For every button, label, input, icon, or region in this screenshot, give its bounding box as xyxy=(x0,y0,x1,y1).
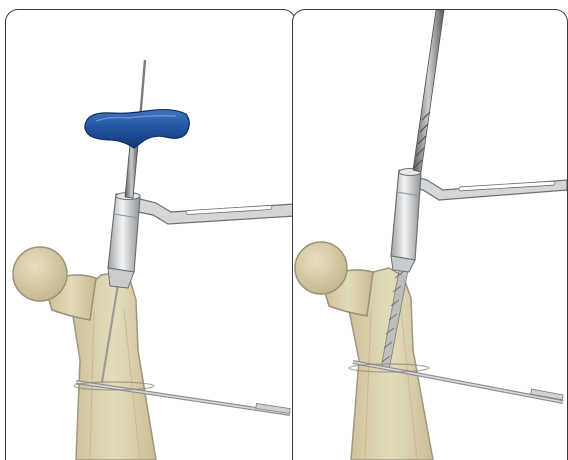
targeting-arm-right xyxy=(405,174,567,200)
t-handle-shaft xyxy=(125,144,138,198)
panel-left-t-handle-insertion xyxy=(5,9,296,460)
femoral-head-right xyxy=(295,242,347,294)
t-handle-grip xyxy=(85,110,189,148)
left-illustration xyxy=(6,10,295,460)
threaded-guide-wire-upper xyxy=(413,10,444,172)
guide-sleeve-right xyxy=(391,169,421,273)
guide-sleeve-left xyxy=(108,193,140,289)
right-illustration xyxy=(293,10,567,460)
targeting-arm-left xyxy=(128,196,295,224)
panel-right-threaded-guide-wire xyxy=(292,9,568,460)
femoral-head xyxy=(13,247,67,301)
